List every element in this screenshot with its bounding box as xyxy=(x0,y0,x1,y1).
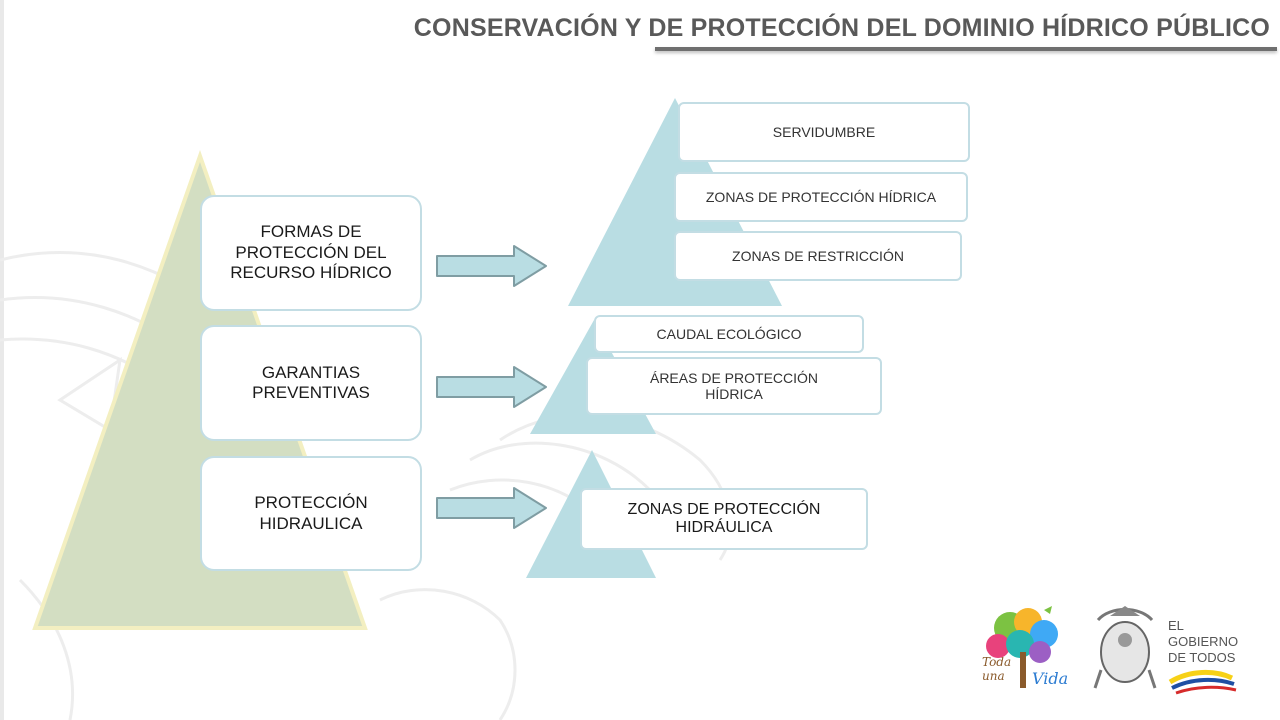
page-title: CONSERVACIÓN Y DE PROTECCIÓN DEL DOMINIO… xyxy=(413,14,1270,42)
ecuador-coat-of-arms-icon xyxy=(1093,606,1157,689)
logo-text: EL xyxy=(1168,618,1184,633)
logo-text: GOBIERNO xyxy=(1168,634,1238,649)
title-underline xyxy=(655,47,1277,51)
item-zonas-restriccion[interactable]: ZONAS DE RESTRICCIÓN xyxy=(674,231,962,281)
toda-una-vida-tree-logo: Toda una Vida xyxy=(982,606,1068,688)
item-areas-proteccion-hidrica[interactable]: ÁREAS DE PROTECCIÓN HÍDRICA xyxy=(586,357,882,415)
logo-text: DE TODOS xyxy=(1168,650,1236,665)
logo-text: Vida xyxy=(1032,669,1068,688)
item-zonas-proteccion-hidraulica[interactable]: ZONAS DE PROTECCIÓN HIDRÁULICA xyxy=(580,488,868,550)
logo-text: Toda xyxy=(982,655,1011,669)
main-item-garantias-preventivas[interactable]: GARANTIAS PREVENTIVAS xyxy=(200,325,422,441)
item-servidumbre[interactable]: SERVIDUMBRE xyxy=(678,102,970,162)
item-zonas-proteccion-hidrica[interactable]: ZONAS DE PROTECCIÓN HÍDRICA xyxy=(674,172,968,222)
slide-left-edge xyxy=(0,0,4,720)
footer-logos: Toda una Vida EL GOBIERNO DE TODOS xyxy=(982,606,1238,695)
logo-text: una xyxy=(982,669,1005,683)
item-caudal-ecologico[interactable]: CAUDAL ECOLÓGICO xyxy=(594,315,864,353)
main-item-formas-proteccion[interactable]: FORMAS DE PROTECCIÓN DEL RECURSO HÍDRICO xyxy=(200,195,422,311)
main-item-proteccion-hidraulica[interactable]: PROTECCIÓN HIDRAULICA xyxy=(200,456,422,571)
arrow-right-icon xyxy=(436,487,547,529)
arrow-right-icon xyxy=(436,245,547,287)
arrow-right-icon xyxy=(436,366,547,408)
